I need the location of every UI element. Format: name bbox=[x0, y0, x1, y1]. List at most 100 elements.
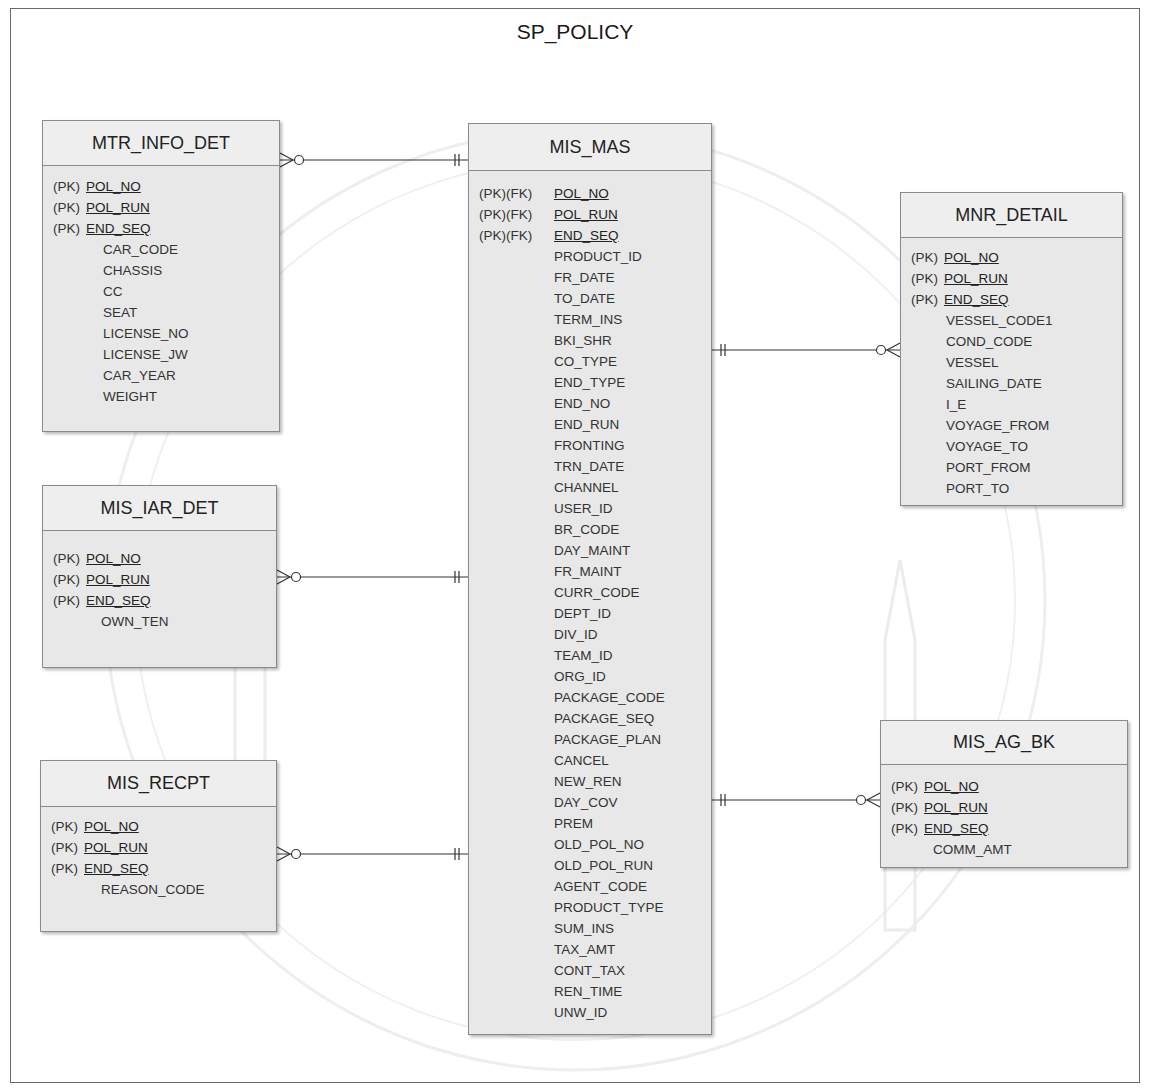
column-name: FRONTING bbox=[554, 438, 625, 453]
column-name: DEPT_ID bbox=[554, 606, 611, 621]
column-name: LICENSE_NO bbox=[103, 326, 189, 341]
column-row: CHASSIS bbox=[43, 260, 279, 281]
connector-stroke bbox=[277, 576, 468, 577]
table-body: (PK)POL_NO(PK)POL_RUN(PK)END_SEQREASON_C… bbox=[41, 807, 276, 906]
table-body: (PK)POL_NO(PK)POL_RUN(PK)END_SEQOWN_TEN bbox=[43, 531, 276, 638]
column-row: (PK)POL_NO bbox=[881, 776, 1127, 797]
column-name: VESSEL_CODE1 bbox=[946, 313, 1053, 328]
column-row: DIV_ID bbox=[469, 624, 711, 645]
column-row: PACKAGE_PLAN bbox=[469, 729, 711, 750]
column-row: NEW_REN bbox=[469, 771, 711, 792]
column-row: PORT_FROM bbox=[901, 457, 1122, 478]
column-row: (PK)END_SEQ bbox=[43, 218, 279, 239]
column-name: LICENSE_JW bbox=[103, 347, 188, 362]
column-row: CO_TYPE bbox=[469, 351, 711, 372]
connector-stroke bbox=[720, 794, 721, 806]
column-name: FR_MAINT bbox=[554, 564, 622, 579]
table-name: MIS_IAR_DET bbox=[100, 498, 218, 519]
column-row: (PK)POL_NO bbox=[43, 548, 276, 569]
column-name: END_RUN bbox=[554, 417, 619, 432]
connector-stroke bbox=[867, 793, 880, 800]
column-name: TO_DATE bbox=[554, 291, 615, 306]
entity-table: MIS_AG_BK(PK)POL_NO(PK)POL_RUN(PK)END_SE… bbox=[880, 720, 1128, 868]
column-row: CAR_YEAR bbox=[43, 365, 279, 386]
connector-stroke bbox=[280, 153, 293, 160]
column-row: PACKAGE_CODE bbox=[469, 687, 711, 708]
optional-circle bbox=[292, 850, 301, 859]
connector-stroke bbox=[277, 577, 290, 584]
column-row: DAY_COV bbox=[469, 792, 711, 813]
column-row: AGENT_CODE bbox=[469, 876, 711, 897]
column-row: TRN_DATE bbox=[469, 456, 711, 477]
column-row: END_NO bbox=[469, 393, 711, 414]
column-row: (PK)END_SEQ bbox=[43, 590, 276, 611]
optional-circle bbox=[877, 346, 886, 355]
connector-stroke bbox=[724, 344, 725, 356]
connector-stroke bbox=[867, 800, 880, 807]
key-column: POL_RUN bbox=[86, 572, 150, 587]
column-row: OWN_TEN bbox=[43, 611, 276, 632]
column-name: UNW_ID bbox=[554, 1005, 607, 1020]
column-name: CC bbox=[103, 284, 123, 299]
column-name: TRN_DATE bbox=[554, 459, 624, 474]
key-column: END_SEQ bbox=[944, 292, 1009, 307]
column-name: BKI_SHR bbox=[554, 333, 612, 348]
column-name: TAX_AMT bbox=[554, 942, 615, 957]
key-marker: (PK) bbox=[911, 268, 944, 289]
entity-table: MIS_RECPT(PK)POL_NO(PK)POL_RUN(PK)END_SE… bbox=[40, 760, 277, 932]
key-marker: (PK)(FK) bbox=[479, 204, 554, 225]
column-row: COMM_AMT bbox=[881, 839, 1127, 860]
connector-stroke bbox=[454, 571, 455, 583]
column-name: DAY_COV bbox=[554, 795, 618, 810]
column-name: OLD_POL_RUN bbox=[554, 858, 653, 873]
column-name: CHANNEL bbox=[554, 480, 619, 495]
connector-stroke bbox=[712, 799, 880, 800]
column-row: (PK)(FK)END_SEQ bbox=[469, 225, 711, 246]
column-name: PRODUCT_ID bbox=[554, 249, 642, 264]
column-row: SUM_INS bbox=[469, 918, 711, 939]
relationship-line bbox=[712, 793, 880, 807]
column-row: TAX_AMT bbox=[469, 939, 711, 960]
optional-circle bbox=[292, 573, 301, 582]
column-row: PACKAGE_SEQ bbox=[469, 708, 711, 729]
column-name: CANCEL bbox=[554, 753, 609, 768]
column-row: (PK)POL_RUN bbox=[41, 837, 276, 858]
column-row: (PK)POL_NO bbox=[43, 176, 279, 197]
column-row: PRODUCT_ID bbox=[469, 246, 711, 267]
table-header: MIS_IAR_DET bbox=[43, 486, 276, 531]
connector-stroke bbox=[280, 160, 293, 167]
column-name: NEW_REN bbox=[554, 774, 622, 789]
table-header: MIS_AG_BK bbox=[881, 721, 1127, 765]
key-marker: (PK) bbox=[891, 797, 924, 818]
column-name: CO_TYPE bbox=[554, 354, 617, 369]
key-column: POL_RUN bbox=[554, 207, 618, 222]
table-name: MIS_AG_BK bbox=[953, 732, 1055, 753]
key-marker: (PK) bbox=[51, 816, 84, 837]
key-marker: (PK) bbox=[53, 176, 86, 197]
key-marker: (PK)(FK) bbox=[479, 183, 554, 204]
key-column: POL_NO bbox=[554, 186, 609, 201]
column-row: (PK)POL_NO bbox=[41, 816, 276, 837]
key-marker: (PK) bbox=[51, 837, 84, 858]
column-name: REN_TIME bbox=[554, 984, 622, 999]
column-row: UNW_ID bbox=[469, 1002, 711, 1023]
column-name: SAILING_DATE bbox=[946, 376, 1042, 391]
column-row: END_RUN bbox=[469, 414, 711, 435]
diagram-frame: SP_POLICYMTR_INFO_DET(PK)POL_NO(PK)POL_R… bbox=[10, 8, 1140, 1083]
connector-stroke bbox=[887, 350, 900, 357]
table-name: MTR_INFO_DET bbox=[92, 133, 230, 154]
relationship-line bbox=[277, 570, 468, 584]
column-name: PORT_TO bbox=[946, 481, 1009, 496]
column-name: TERM_INS bbox=[554, 312, 622, 327]
key-column: POL_NO bbox=[86, 551, 141, 566]
column-row: BKI_SHR bbox=[469, 330, 711, 351]
column-name: PACKAGE_PLAN bbox=[554, 732, 661, 747]
column-name: ORG_ID bbox=[554, 669, 606, 684]
column-row: BR_CODE bbox=[469, 519, 711, 540]
key-column: POL_NO bbox=[924, 779, 979, 794]
column-row: SEAT bbox=[43, 302, 279, 323]
column-name: PACKAGE_SEQ bbox=[554, 711, 654, 726]
column-name: CURR_CODE bbox=[554, 585, 640, 600]
table-name: MIS_MAS bbox=[549, 137, 630, 158]
